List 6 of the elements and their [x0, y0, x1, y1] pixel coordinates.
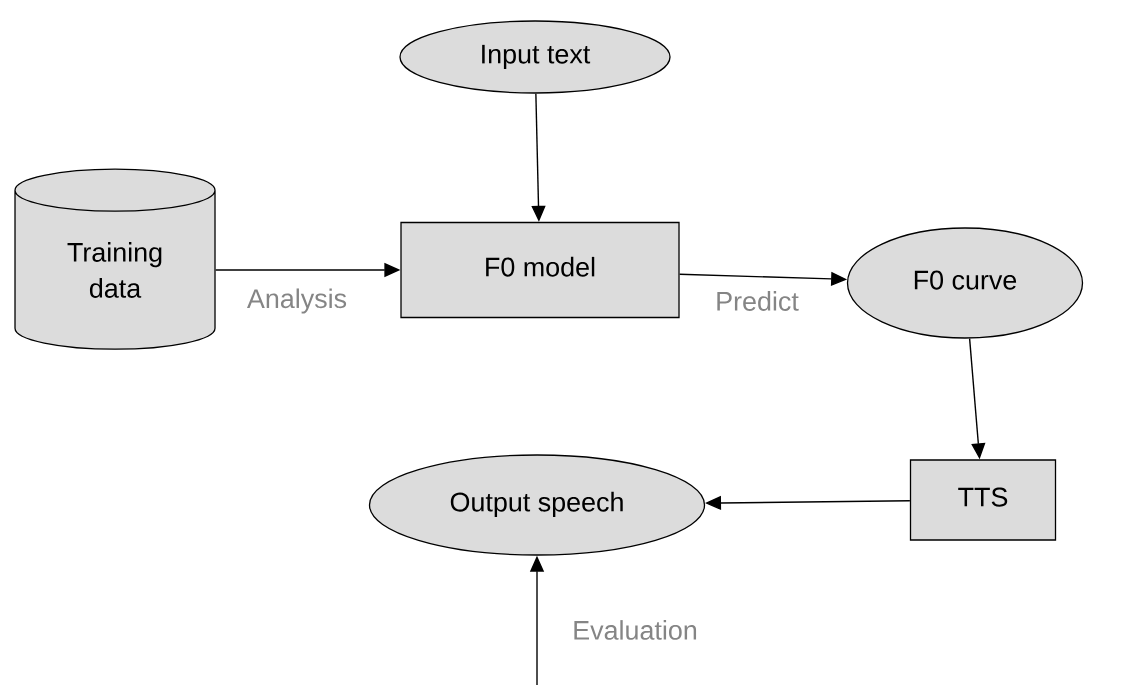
process-box: TTS: [909, 459, 1057, 541]
edge-label: Analysis: [246, 288, 347, 314]
database-cylinder: Training data: [14, 168, 216, 350]
process-box: F0 model: [400, 221, 680, 319]
edge-label: Evaluation: [574, 620, 697, 640]
edge-label: Predict: [717, 291, 799, 311]
